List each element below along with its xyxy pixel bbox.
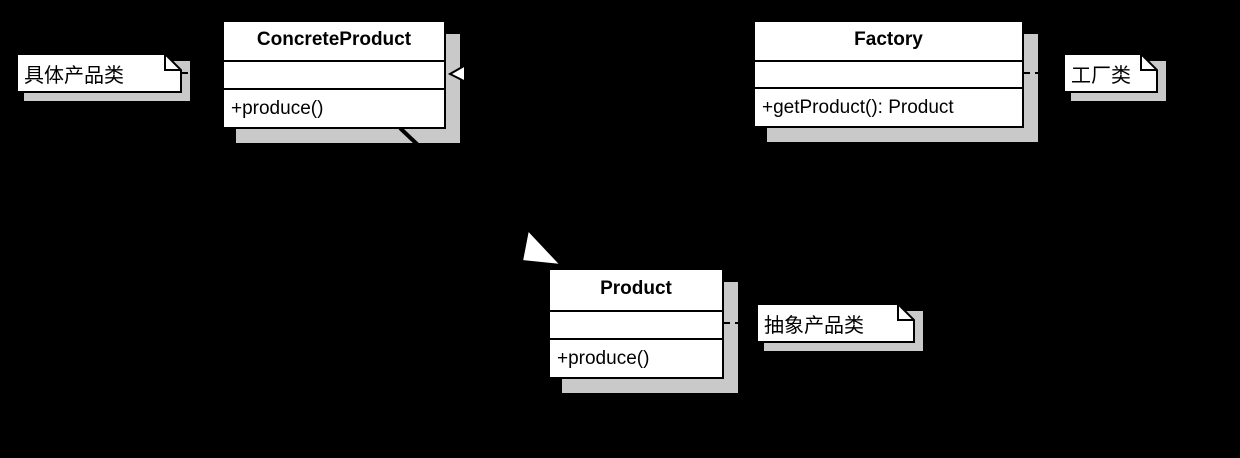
note-abstract-product[interactable]: 抽象产品类 <box>756 303 915 343</box>
class-operations-product: +produce() <box>557 348 650 369</box>
note-shape-factory <box>1063 53 1158 93</box>
class-box-concrete-product[interactable]: ConcreteProduct +produce() <box>222 20 446 129</box>
generalization-line-concrete-to-product <box>398 126 550 270</box>
class-attributes-concrete-product <box>224 62 444 90</box>
note-concrete-product[interactable]: 具体产品类 <box>16 53 182 93</box>
note-label-factory: 工厂类 <box>1071 64 1131 87</box>
note-shape-concrete-product <box>16 53 182 93</box>
note-label-abstract-product: 抽象产品类 <box>764 314 864 337</box>
note-anchor-dot-abstract-product-icon <box>740 319 749 328</box>
class-name-concrete-product: ConcreteProduct <box>224 22 444 62</box>
class-box-product[interactable]: Product +produce() <box>548 268 724 379</box>
class-operations-concrete-product: +produce() <box>231 98 324 119</box>
note-shape-abstract-product <box>756 303 915 343</box>
note-anchor-dot-factory-icon <box>1042 69 1051 78</box>
class-name-factory: Factory <box>755 22 1022 62</box>
class-box-factory[interactable]: Factory +getProduct(): Product <box>753 20 1024 128</box>
class-name-product: Product <box>550 270 722 312</box>
note-label-concrete-product: 具体产品类 <box>24 64 124 87</box>
class-operations-factory: +getProduct(): Product <box>762 97 954 118</box>
note-factory[interactable]: 工厂类 <box>1063 53 1158 93</box>
class-attributes-factory <box>755 62 1022 89</box>
generalization-arrowhead-icon <box>520 227 564 267</box>
class-attributes-product <box>550 312 722 340</box>
